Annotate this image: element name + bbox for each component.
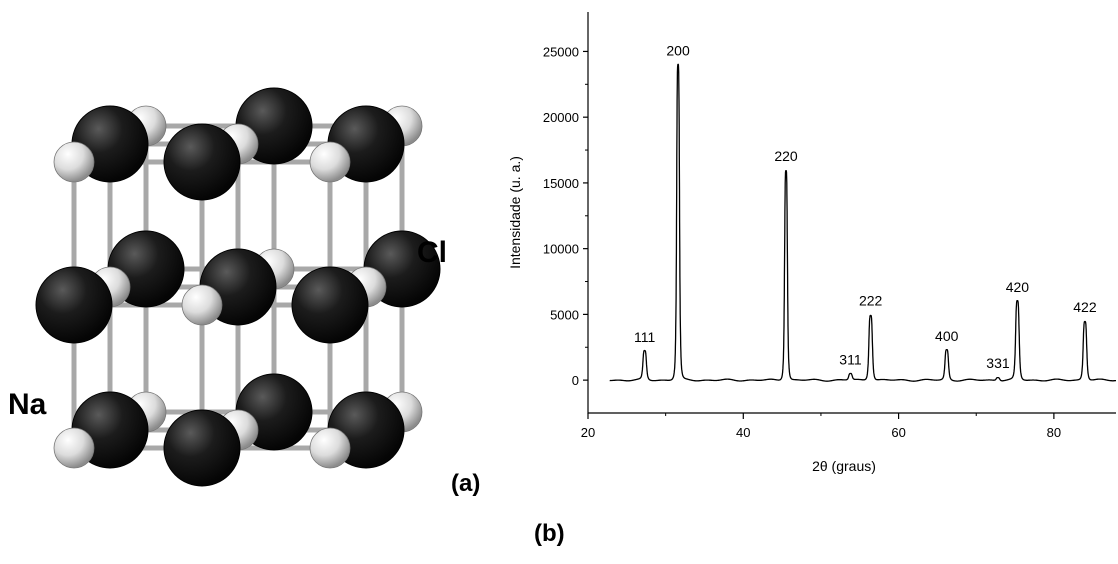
lattice-atoms [35, 87, 441, 487]
na-atom [309, 141, 351, 183]
peak-label: 422 [1073, 299, 1097, 315]
cl-atom-label: Cl [417, 236, 447, 269]
panel-label-b: (b) [534, 520, 565, 547]
y-tick-label: 15000 [543, 176, 579, 191]
x-axis-label: 2θ (graus) [812, 458, 876, 474]
peak-label: 220 [774, 148, 798, 164]
panel-label-a: (a) [451, 470, 481, 497]
na-atom-label: Na [8, 388, 47, 421]
cl-atom [35, 266, 113, 344]
peak-label: 400 [935, 328, 959, 344]
na-atom [309, 427, 351, 469]
peak-label: 331 [986, 355, 1010, 371]
peak-label: 222 [859, 292, 883, 308]
y-tick-label: 20000 [543, 110, 579, 125]
peak-label: 311 [839, 352, 862, 368]
peak-label: 200 [666, 43, 690, 59]
x-tick-label: 80 [1047, 425, 1061, 440]
cl-atom [291, 266, 369, 344]
x-tick-label: 20 [581, 425, 595, 440]
xrd-pattern-line [609, 63, 1117, 382]
x-tick-label: 60 [891, 425, 905, 440]
cl-atom [163, 123, 241, 201]
nacl-crystal-lattice [35, 87, 441, 487]
na-atom [181, 284, 223, 326]
y-tick-label: 25000 [543, 44, 579, 59]
peak-label: 420 [1006, 279, 1030, 295]
xrd-chart: 0 5000 10000 15000 20000 25000 20 40 60 80 2θ (gra… [507, 12, 1117, 474]
cl-atom [163, 409, 241, 487]
peak-label: 111 [634, 329, 655, 345]
y-tick-label: 5000 [550, 307, 579, 322]
x-tick-label: 40 [736, 425, 750, 440]
y-tick-label: 10000 [543, 242, 579, 257]
na-atom [53, 427, 95, 469]
y-tick-label: 0 [572, 373, 579, 388]
na-atom [53, 141, 95, 183]
y-axis-label: Intensidade (u. a.) [507, 156, 523, 269]
